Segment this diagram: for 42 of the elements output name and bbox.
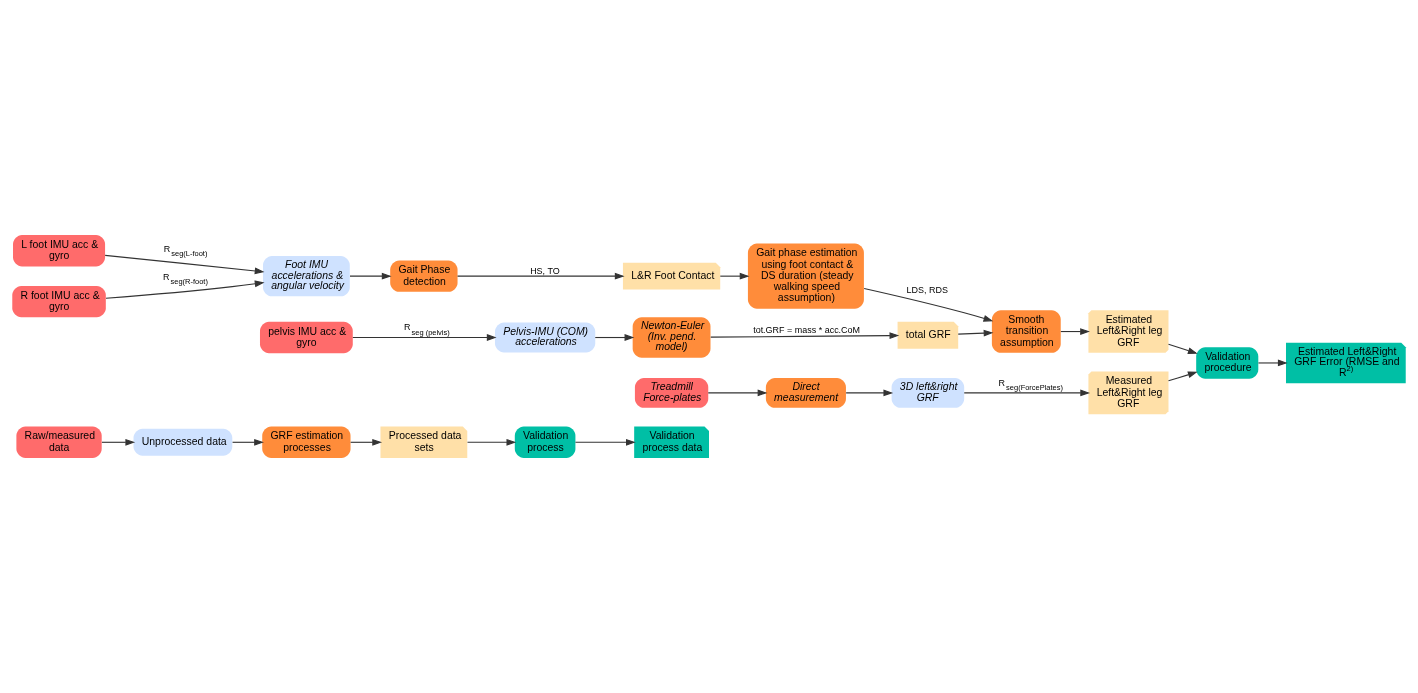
edge-label: LDS, RDS (906, 285, 948, 296)
node-box: Raw/measured data (16, 426, 102, 458)
arrow (350, 438, 382, 446)
arrow (104, 254, 265, 275)
node-box: Gait phase estimation using foot contact & DS duration (steady walking speed assumption) (747, 243, 864, 309)
arrow (963, 389, 1091, 397)
arrow (574, 438, 636, 446)
arrow (1060, 328, 1090, 335)
node-box: Smooth transition assumption (991, 310, 1061, 353)
node-box: GRF estimation processes (262, 426, 351, 458)
arrow (105, 280, 265, 299)
node-box: Validation process (514, 426, 576, 458)
node-box: Unprocessed data (133, 428, 233, 456)
node-box: Newton-Euler (Inv. pend. model) (632, 317, 711, 358)
node-box: Direct measurement (765, 377, 846, 408)
arrow (1167, 371, 1198, 382)
arrow (594, 334, 635, 341)
edge-label: HS, TO (530, 265, 560, 276)
node-box: Foot IMU accelerations & angular velocity (262, 255, 350, 297)
arrow (352, 334, 497, 341)
arrow (710, 332, 900, 339)
node-box: 3D left&right GRF (891, 377, 965, 408)
node-box: pelvis IMU acc & gyro (260, 321, 353, 354)
arrow (1167, 343, 1198, 354)
node-box: Validation procedure (1196, 347, 1259, 379)
arrow (719, 272, 750, 280)
arrow (466, 438, 517, 446)
arrow (707, 389, 768, 397)
arrow (457, 272, 625, 280)
node-box: Gait Phase detection (390, 260, 458, 292)
arrow (1257, 359, 1288, 367)
arrow (863, 288, 994, 322)
arrow (845, 389, 894, 397)
arrow (957, 329, 994, 337)
node-box: Treadmill Force-plates (634, 377, 709, 408)
edge-label: tot.GRF = mass * acc.CoM (753, 324, 861, 335)
arrow (349, 272, 392, 280)
node-box: L foot IMU acc & gyro (13, 235, 106, 267)
node-box: Pelvis-IMU (COM) accelerations (494, 322, 596, 353)
arrow (101, 438, 136, 446)
arrow (232, 438, 264, 446)
node-box: R foot IMU acc & gyro (12, 285, 106, 318)
